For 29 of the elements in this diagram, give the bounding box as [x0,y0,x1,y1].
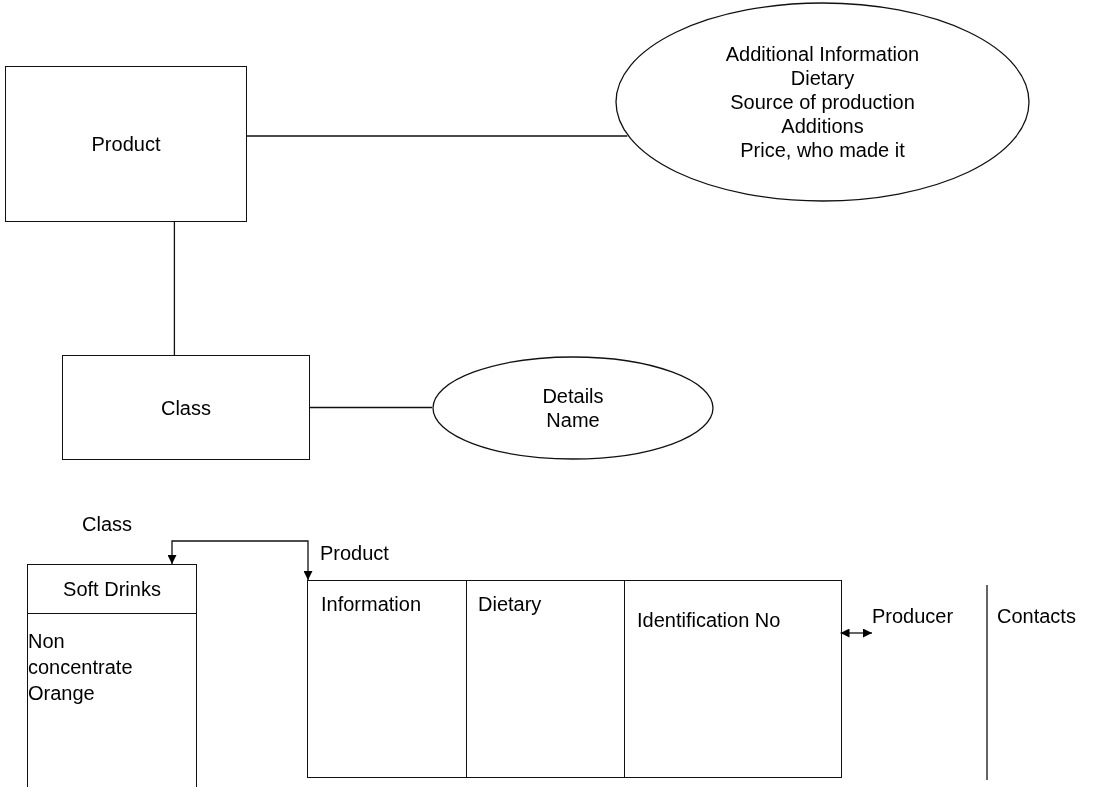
table-box [27,564,197,787]
attribute-text: Name [546,408,600,432]
table-box [307,580,842,778]
attribute-ellipse [432,356,714,460]
arrow [167,540,313,581]
connector-line [309,406,433,409]
arrow [839,628,873,638]
attribute-text: Dietary [790,66,855,90]
entity-box [62,355,310,460]
table-heading: Product [320,541,389,565]
field-label: Contacts [997,602,1097,634]
connector-line [246,135,628,137]
table-entry: Non concentrate Orange [28,629,134,706]
entity-name: Product [91,132,161,156]
table-cell: Information [308,581,467,777]
field-label: Producer [872,602,984,634]
attribute-ellipse [615,2,1030,202]
table-cell: Identification No [625,581,842,777]
attribute-text: Source of production [730,90,915,114]
table-header: Soft Drinks [63,577,161,601]
attribute-text: Price, who made it [740,138,905,162]
connector-line [173,221,176,356]
entity-box [5,66,247,222]
attribute-text: Additional Information [725,42,920,66]
table-heading: Class [82,512,132,536]
attribute-text: Additions [781,114,864,138]
table-cell: Dietary [467,581,625,777]
entity-name: Class [161,395,211,420]
attribute-text: Details [542,384,604,408]
